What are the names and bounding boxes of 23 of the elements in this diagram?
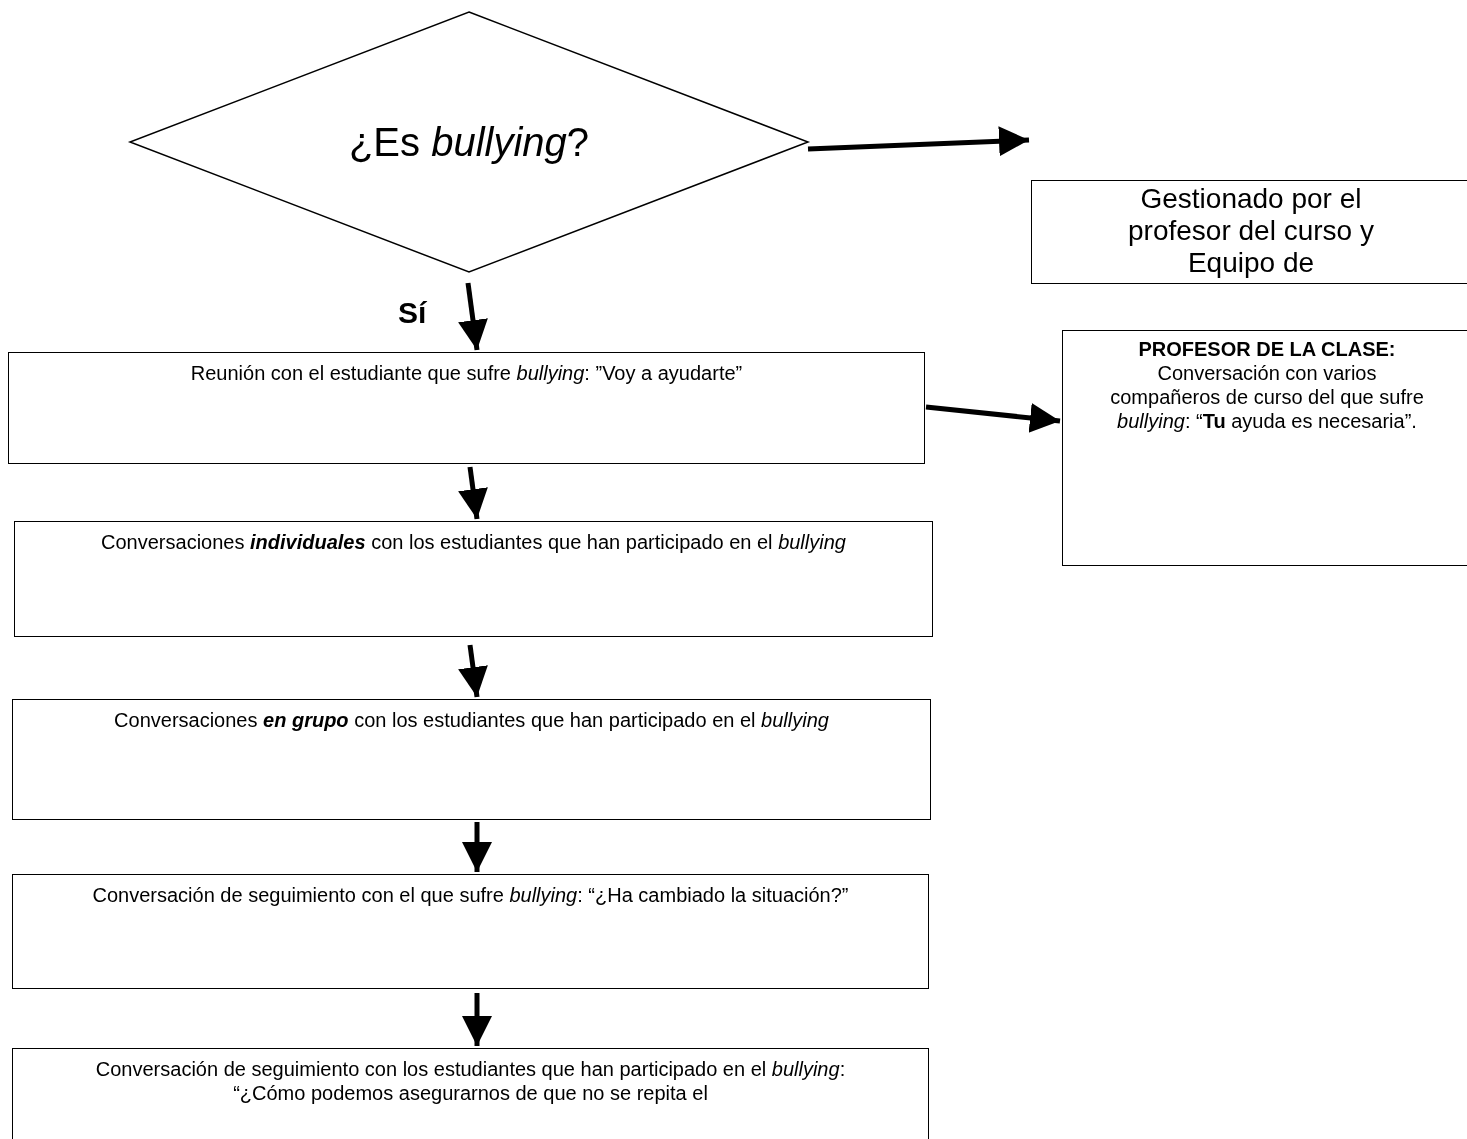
process-box xyxy=(8,352,925,464)
arrow xyxy=(462,822,492,872)
box-text: Conversación de seguimiento con los estudiantes que han participado en el bullying: “¿Cómo podemos asegurarnos de que no se repita el xyxy=(94,1057,847,1105)
box-text: Conversación con varios compañeros de curso del que sufre bullying: “Tu ayuda es necesaria”. xyxy=(1109,361,1425,433)
box-text: Conversaciones en grupo con los estudiantes que han participado en el bullying xyxy=(114,708,829,732)
process-box xyxy=(12,699,931,820)
box-text: Gestionado por el profesor del curso y Equipo de xyxy=(1127,183,1375,280)
box-text: Conversación de seguimiento con el que sufre bullying: “¿Ha cambiado la situación?” xyxy=(92,883,849,907)
arrow xyxy=(807,126,1030,157)
process-box xyxy=(14,521,933,637)
arrow xyxy=(458,466,488,520)
process-box xyxy=(1062,330,1467,566)
process-box xyxy=(12,874,929,989)
arrow xyxy=(462,993,492,1046)
arrow xyxy=(925,402,1061,433)
decision-text: ¿Es bullying? xyxy=(348,119,590,165)
box-text: Conversaciones individuales con los estudiantes que han participado en el bullying xyxy=(101,530,846,554)
process-box xyxy=(12,1048,929,1139)
box-text: Reunión con el estudiante que sufre bullying: ”Voy a ayudarte” xyxy=(190,361,743,385)
box-heading: PROFESOR DE LA CLASE: xyxy=(1138,337,1396,361)
process-box xyxy=(1031,180,1467,284)
arrow xyxy=(458,644,488,698)
arrow xyxy=(458,282,488,351)
